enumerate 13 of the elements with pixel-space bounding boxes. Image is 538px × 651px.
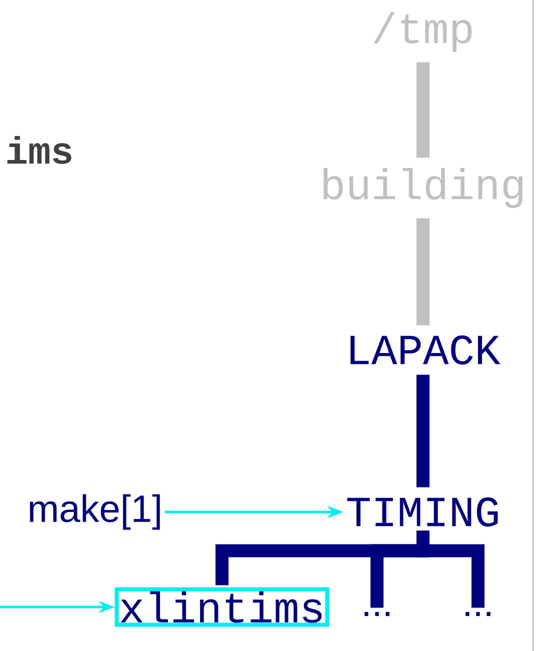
directory-label: TIMING	[347, 497, 498, 527]
highlighted-box: xlintims	[114, 587, 330, 627]
directory-label: LAPACK	[350, 335, 500, 365]
connector-line	[416, 62, 430, 158]
ellipsis-label: ...	[466, 612, 490, 616]
connector-line	[416, 530, 484, 608]
connector-line	[416, 218, 430, 326]
cropped-label: ims	[7, 136, 72, 164]
connector-line	[416, 374, 430, 488]
directory-label: building	[324, 168, 522, 208]
ellipsis-label: ...	[364, 612, 390, 616]
command-label: make[1]	[30, 494, 160, 530]
directory-label: /tmp	[374, 12, 472, 52]
